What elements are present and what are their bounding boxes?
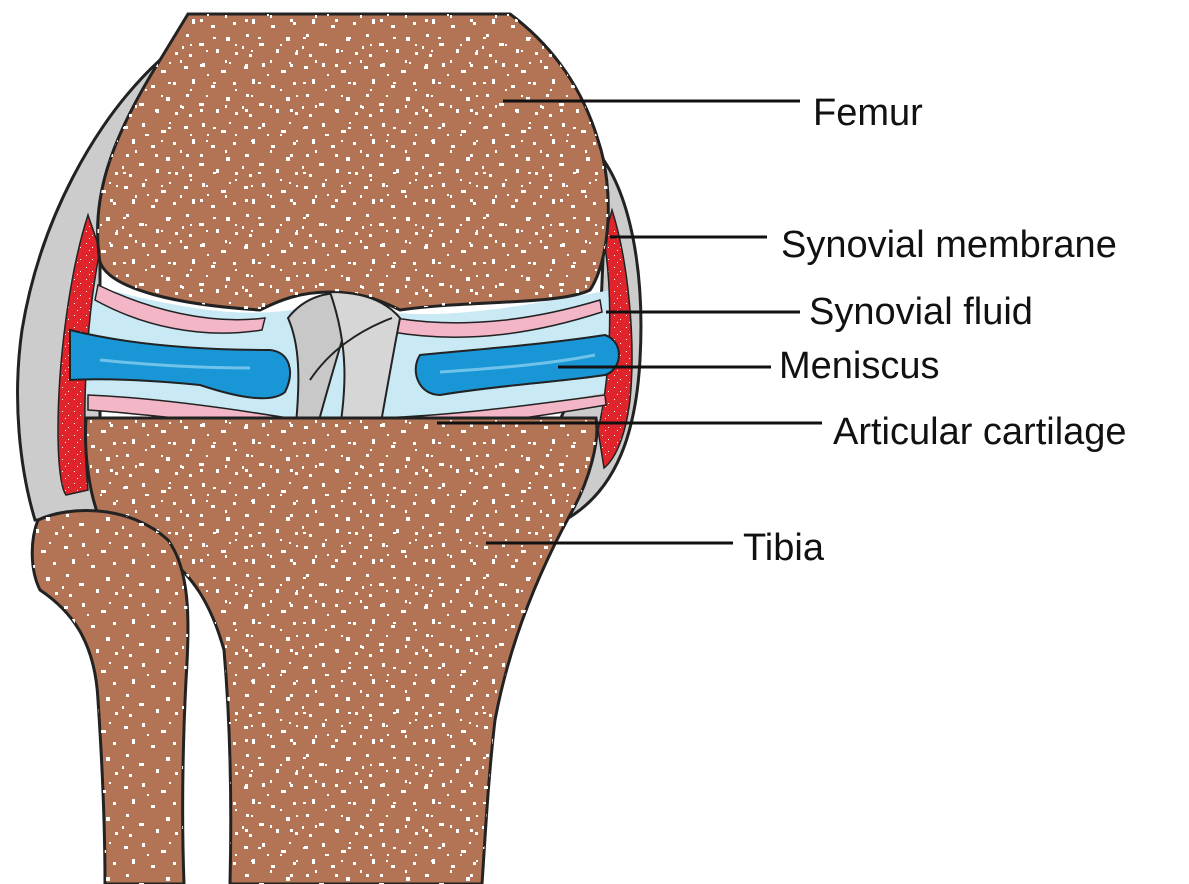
femur [98,14,609,310]
fibula [32,510,188,884]
label-articular-cartilage: Articular cartilage [833,413,1127,451]
label-synovial-fluid: Synovial fluid [809,293,1033,331]
cruciate-ligaments [288,292,400,430]
label-synovial-membrane: Synovial membrane [781,226,1117,264]
label-femur: Femur [813,94,923,132]
label-meniscus: Meniscus [779,347,940,385]
label-tibia: Tibia [743,529,824,567]
